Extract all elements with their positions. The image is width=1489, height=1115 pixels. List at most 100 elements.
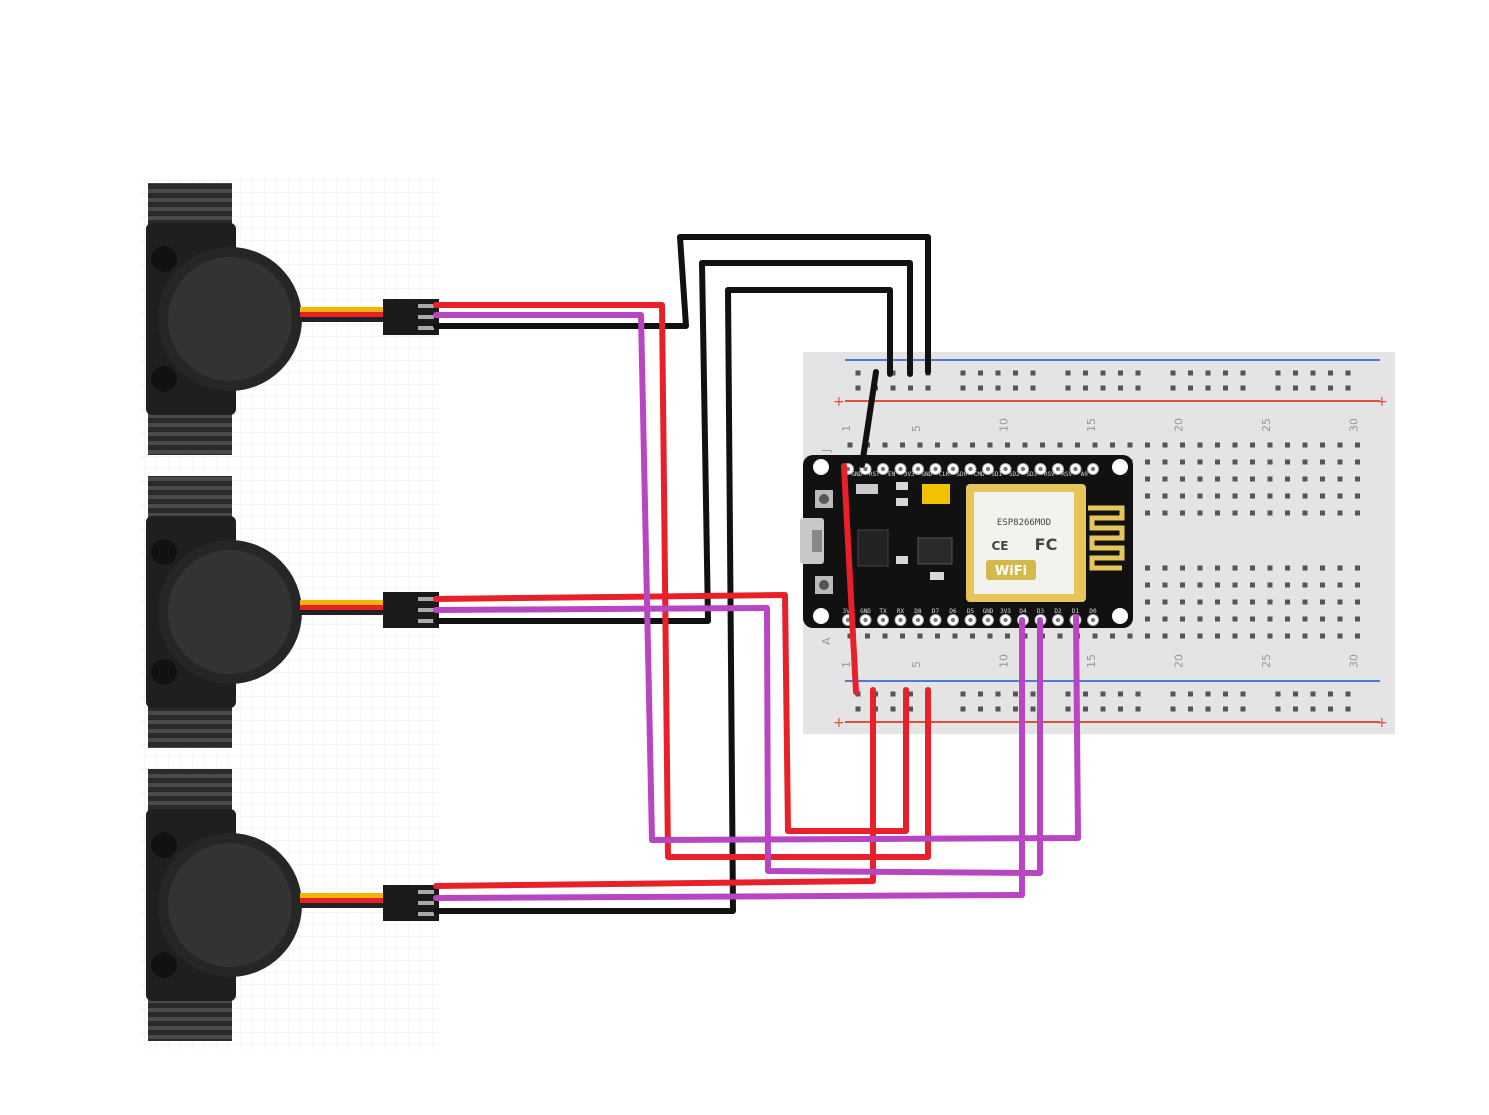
bottom-pin-hole [985, 617, 991, 623]
terminal-hole [1285, 510, 1290, 516]
terminal-hole [1180, 633, 1185, 639]
sensor-cap [168, 257, 292, 381]
bottom-pin-label: D6 [949, 608, 957, 615]
rail-hole [855, 706, 861, 712]
top-pin-hole [1073, 466, 1078, 472]
terminal-hole [1250, 582, 1255, 588]
bottom-pin-hole [863, 617, 868, 623]
rail-hole [1118, 706, 1123, 712]
rail-hole [1223, 706, 1228, 712]
terminal-hole [1250, 616, 1255, 622]
esp-module-label: ESP8266MOD [997, 518, 1051, 528]
terminal-hole [1215, 459, 1220, 465]
rail-hole [1188, 370, 1193, 376]
terminal-hole [1250, 599, 1255, 605]
terminal-hole [1355, 582, 1360, 588]
column-number: 1 [840, 661, 853, 668]
column-number: 20 [1173, 654, 1186, 668]
terminal-hole [1250, 493, 1255, 499]
sensor-screw-top-icon [151, 246, 177, 272]
terminal-hole [917, 442, 923, 448]
top-pin-label: GND [851, 471, 862, 478]
terminal-hole [1355, 493, 1360, 499]
bottom-pin-label: D2 [1054, 608, 1062, 615]
smd-component-4 [930, 572, 944, 580]
rail-hole [890, 385, 896, 391]
rail-hole [978, 370, 983, 376]
bottom-pin-label: D7 [932, 608, 940, 615]
terminal-hole [1215, 582, 1220, 588]
rail-hole [1100, 691, 1106, 697]
terminal-hole [900, 442, 905, 448]
mount-hole-tr [1112, 459, 1128, 475]
terminal-hole [1162, 442, 1168, 448]
rail-hole [855, 385, 861, 391]
bottom-pin-hole [845, 617, 851, 623]
bottom-rail-plus-right: + [1376, 715, 1388, 731]
top-pin-hole [985, 466, 991, 472]
row-letter-a: A [820, 637, 833, 645]
terminal-hole [1337, 459, 1343, 465]
terminal-hole [1320, 599, 1325, 605]
terminal-hole [1197, 633, 1203, 639]
smd-component-2 [896, 498, 908, 506]
column-number: 5 [910, 661, 923, 668]
rail-hole [1205, 370, 1211, 376]
sensor-cap [168, 843, 292, 967]
terminal-hole [847, 633, 853, 639]
rail-hole [1293, 691, 1298, 697]
terminal-hole [1215, 616, 1220, 622]
rail-hole [1188, 385, 1193, 391]
terminal-hole [1197, 616, 1203, 622]
terminal-hole [1057, 442, 1063, 448]
gnd-wire-sensor-2 [433, 260, 913, 624]
rail-hole [1013, 706, 1018, 712]
rail-hole [1328, 385, 1333, 391]
terminal-hole [1267, 616, 1273, 622]
terminal-hole [1285, 565, 1290, 571]
top-pin-label: CMD [974, 471, 985, 478]
rail-hole [1240, 691, 1246, 697]
antenna-trace-icon [1088, 505, 1125, 571]
rail-hole [1275, 706, 1281, 712]
sensor-cable-red [300, 898, 386, 903]
rail-hole [1275, 691, 1281, 697]
terminal-hole [1355, 442, 1360, 448]
terminal-hole [1320, 459, 1325, 465]
terminal-hole [1285, 633, 1290, 639]
top-pin-label: EN [888, 471, 896, 478]
rail-hole [1013, 370, 1018, 376]
terminal-hole [1232, 459, 1238, 465]
terminal-hole [1232, 493, 1238, 499]
terminal-hole [1302, 565, 1308, 571]
terminal-hole [1145, 459, 1150, 465]
terminal-hole [1180, 582, 1185, 588]
column-number: 30 [1348, 418, 1361, 432]
top-pin-hole [915, 466, 921, 472]
rail-hole [978, 691, 983, 697]
sensor-cable-yellow [300, 600, 386, 605]
terminal-hole [1197, 442, 1203, 448]
flow-sensor-3 [146, 769, 439, 1041]
terminal-hole [1285, 616, 1290, 622]
terminal-hole [1285, 599, 1290, 605]
rail-hole [1240, 370, 1246, 376]
bottom-pin-hole [1003, 617, 1008, 623]
rail-hole [1328, 706, 1333, 712]
bottom-pin-hole [950, 617, 956, 623]
rail-hole [1310, 385, 1316, 391]
bottom-pin-hole [915, 617, 921, 623]
terminal-hole [1197, 582, 1203, 588]
rail-hole [925, 385, 931, 391]
column-number: 15 [1085, 418, 1098, 432]
terminal-hole [1215, 510, 1220, 516]
terminal-hole [1285, 459, 1290, 465]
terminal-hole [1162, 599, 1168, 605]
sensor-cap [168, 550, 292, 674]
top-pin-label: A0 [1081, 471, 1089, 478]
rail-hole [1030, 370, 1036, 376]
terminal-hole [1005, 633, 1010, 639]
rail-hole [1100, 385, 1106, 391]
terminal-hole [1320, 493, 1325, 499]
terminal-hole [1127, 442, 1133, 448]
